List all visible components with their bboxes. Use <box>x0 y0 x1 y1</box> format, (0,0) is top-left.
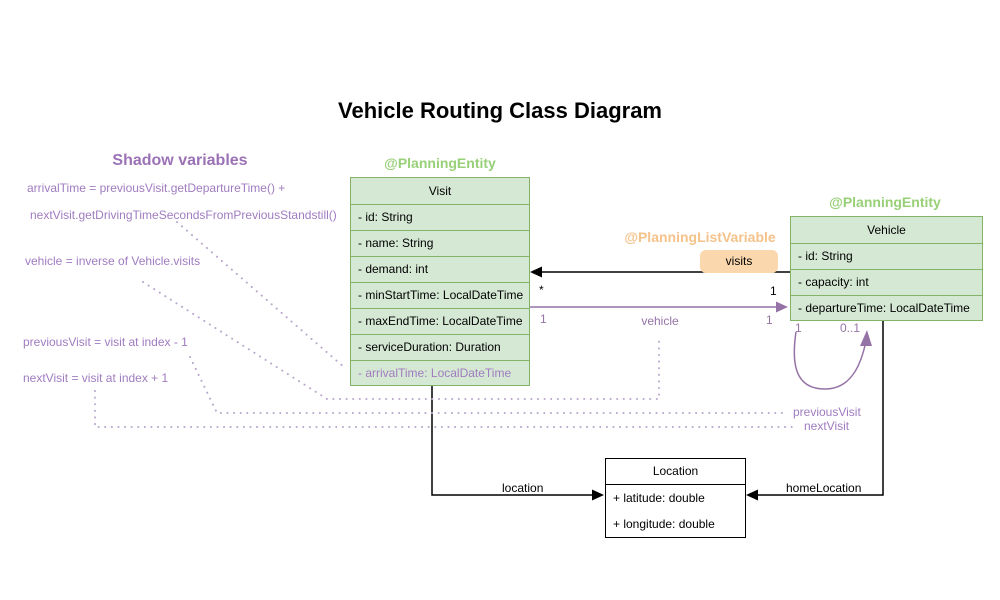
visits-label-badge[interactable]: visits <box>700 250 778 273</box>
location-attr-latitude: + latitude: double <box>606 484 745 511</box>
planning-list-variable-annotation: @PlanningListVariable <box>624 229 776 245</box>
self-loop-multiplicity-one: 1 <box>795 321 802 335</box>
page-title: Vehicle Routing Class Diagram <box>338 98 662 123</box>
self-loop-multiplicity-zero-one: 0..1 <box>840 321 861 335</box>
shadow-variables-heading: Shadow variables <box>112 152 248 169</box>
visit-attr-id: - id: String <box>351 204 529 230</box>
previousvisit-label: previousVisit <box>793 405 861 419</box>
visit-attr-maxendtime: - maxEndTime: LocalDateTime <box>351 308 529 334</box>
self-loop-association <box>793 330 872 390</box>
location-attr-longitude: + longitude: double <box>613 517 715 531</box>
homelocation-association-label: homeLocation <box>786 481 862 495</box>
dotted-connector-arrivaltime <box>176 221 346 369</box>
shadow-note-vehicle: vehicle = inverse of Vehicle.visits <box>25 254 201 268</box>
shadow-note-arrivaltime-line1: arrivalTime = previousVisit.getDeparture… <box>27 181 286 195</box>
nextvisit-label: nextVisit <box>804 419 850 433</box>
planning-entity-annotation-visit: @PlanningEntity <box>384 155 496 171</box>
self-loop-arc <box>793 331 867 390</box>
visit-class-box[interactable]: Visit - id: String - name: String - dema… <box>350 177 530 386</box>
vehicle-class-name: Vehicle <box>867 223 906 237</box>
planning-entity-annotation-vehicle: @PlanningEntity <box>829 194 941 210</box>
shadow-note-nextvisit: nextVisit = visit at index + 1 <box>23 371 169 385</box>
homelocation-arrowhead-icon <box>746 489 758 501</box>
self-loop-arrowhead-icon <box>860 330 872 346</box>
vehicle-attr-departuretime: - departureTime: LocalDateTime <box>791 295 982 321</box>
location-class-box[interactable]: Location + latitude: double + longitude:… <box>605 458 746 538</box>
location-association-line <box>431 386 596 496</box>
visit-attr-minstarttime: - minStartTime: LocalDateTime <box>351 282 529 308</box>
location-class-name: Location <box>652 464 699 478</box>
vehicle-association <box>529 301 788 313</box>
vehicle-attr-capacity: - capacity: int <box>791 269 982 295</box>
shadow-note-arrivaltime-line2: nextVisit.getDrivingTimeSecondsFromPrevi… <box>30 208 337 222</box>
location-arrowhead-icon <box>592 489 604 501</box>
vehicle-association-label: vehicle <box>641 314 679 328</box>
dotted-connector-nextvisit <box>94 390 798 428</box>
location-association-label: location <box>502 481 544 495</box>
visit-attr-demand: - demand: int <box>351 256 529 282</box>
vehicle-arrowhead-icon <box>776 301 788 313</box>
visits-arrowhead-icon <box>530 266 542 278</box>
visits-multiplicity-vehicle-end: 1 <box>770 284 777 298</box>
vehicle-class-box[interactable]: Vehicle - id: String - capacity: int - d… <box>790 216 983 321</box>
vehicle-multiplicity-right: 1 <box>766 313 773 327</box>
vehicle-attr-id: - id: String <box>791 243 982 269</box>
shadow-note-previousvisit: previousVisit = visit at index - 1 <box>23 335 188 349</box>
visit-attr-serviceduration: - serviceDuration: Duration <box>351 334 529 360</box>
visit-attr-arrivaltime: - arrivalTime: LocalDateTime <box>351 360 529 386</box>
vehicle-multiplicity-left: 1 <box>540 312 547 326</box>
visit-class-name: Visit <box>428 184 452 198</box>
visits-multiplicity-visit-end: * <box>539 283 544 297</box>
visit-attr-name: - name: String <box>351 230 529 256</box>
